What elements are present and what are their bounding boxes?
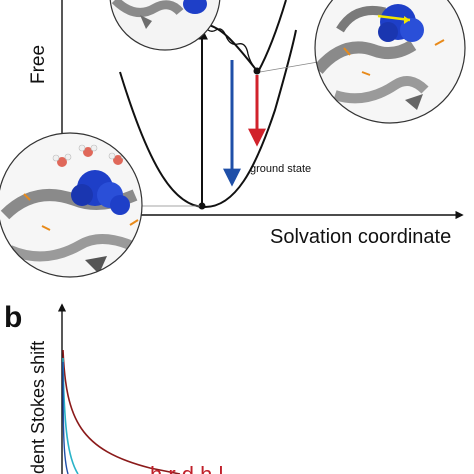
panel-b: b dent Stokes shift h r d h l: [4, 301, 223, 474]
blue-decay-curve: [62, 361, 69, 474]
panel-b-bottom-text: h r d h l: [150, 462, 223, 474]
ground-min-dot: [198, 202, 206, 210]
panel-a-y-label: Free: [28, 45, 49, 84]
protein-image-left: [0, 133, 142, 277]
panel-a-x-label: Solvation coordinate: [270, 226, 451, 248]
panel-a: Free Solvation coordinate ground state: [0, 0, 466, 278]
protein-image-top-right: [315, 0, 465, 123]
panel-b-y-label: dent Stokes shift: [28, 341, 48, 474]
excited-relaxed-dot: [253, 67, 261, 75]
ground-state-label: ground state: [250, 163, 311, 175]
leader-line-right: [259, 61, 319, 73]
ground-state-curve: [119, 29, 297, 209]
relaxation-wave: [203, 25, 256, 69]
protein-image-top-left: [110, 0, 220, 50]
red-decay-curve: [62, 349, 181, 474]
panel-b-letter: b: [4, 301, 22, 334]
